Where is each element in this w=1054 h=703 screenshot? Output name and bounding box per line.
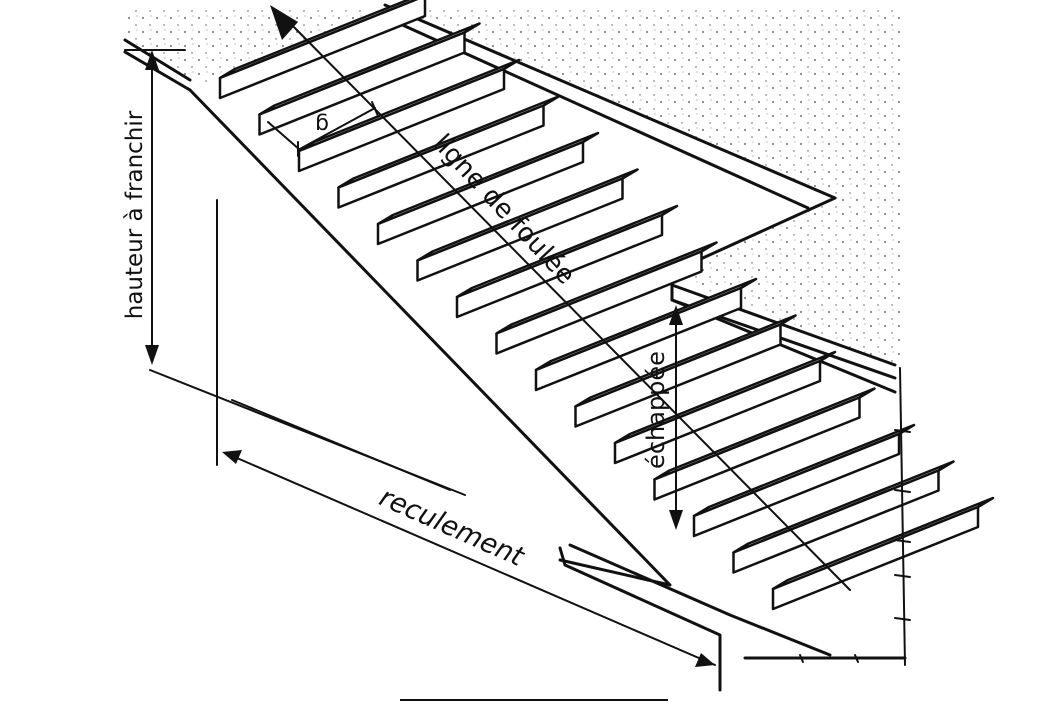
stair-riser bbox=[376, 140, 585, 246]
stair-riser bbox=[732, 469, 940, 574]
hauteur-label: hauteur à franchir bbox=[122, 110, 148, 319]
stair-riser bbox=[574, 323, 782, 428]
walking-line bbox=[270, 5, 851, 591]
stair-riser bbox=[613, 359, 822, 465]
stair-riser bbox=[297, 67, 506, 173]
headroom-dimension bbox=[669, 305, 683, 530]
echappee-label: échappée bbox=[642, 351, 670, 469]
stair-riser bbox=[258, 31, 466, 136]
height-dimension bbox=[124, 49, 466, 496]
stair-steps bbox=[218, 0, 995, 611]
stair-underside bbox=[188, 88, 907, 692]
stair-riser bbox=[337, 104, 545, 209]
stair-riser bbox=[653, 396, 861, 501]
stair-riser bbox=[692, 432, 901, 538]
reculement-dimension bbox=[216, 199, 716, 667]
stair-riser bbox=[771, 505, 980, 611]
stair-riser bbox=[416, 177, 624, 282]
giron-dimension bbox=[267, 101, 379, 157]
stair-riser bbox=[455, 213, 664, 319]
right-wall-edge bbox=[799, 367, 911, 666]
stair-riser bbox=[218, 0, 427, 100]
stair-riser bbox=[495, 250, 703, 355]
giron-label: g bbox=[315, 112, 329, 137]
